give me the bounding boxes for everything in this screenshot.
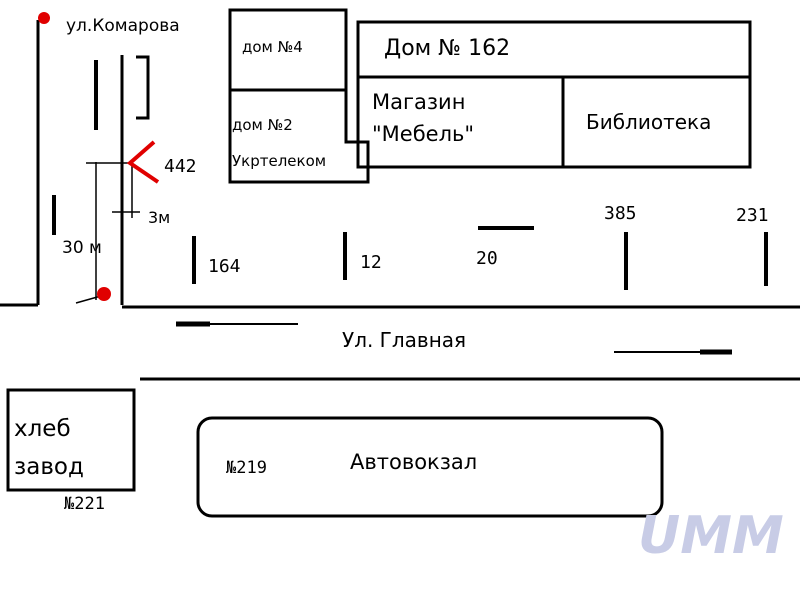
- marker-label-20: 20: [476, 248, 498, 269]
- library-outline: [561, 75, 752, 169]
- building-number-bus-station: №219: [226, 458, 267, 478]
- bus-station-outline: [196, 416, 664, 518]
- marker-label-442: 442: [164, 156, 197, 177]
- sign-442-marker: [126, 140, 160, 184]
- building-label-dom2: дом №2: [232, 116, 293, 134]
- distance-label-30m: 30 м: [62, 238, 102, 258]
- bakery-outline: [6, 388, 136, 492]
- marker-label-231: 231: [736, 205, 769, 226]
- building-label-bakery-1: хлеб: [14, 416, 71, 442]
- marker-label-12: 12: [360, 252, 382, 273]
- point-corner: [97, 287, 111, 301]
- street-label-glavnaya: Ул. Главная: [342, 328, 467, 352]
- building-label-shop: Магазин: [372, 90, 466, 114]
- building-label-bus-station: Автовокзал: [350, 450, 478, 474]
- dom2-outline: [228, 88, 370, 184]
- building-number-bakery: №221: [64, 494, 105, 514]
- marker-label-385: 385: [604, 203, 637, 224]
- building-label-shop-name: "Мебель": [372, 122, 475, 146]
- marker-label-164: 164: [208, 256, 241, 277]
- street-label-komarova: ул.Комарова: [66, 16, 180, 36]
- building-label-ukrtelecom: Укртелеком: [232, 152, 327, 170]
- distance-label-3m: 3м: [148, 208, 171, 227]
- building-label-dom4: дом №4: [242, 38, 303, 56]
- bracket-marker: [136, 55, 150, 120]
- building-label-library: Библиотека: [586, 110, 712, 134]
- watermark-umm: UMM: [638, 506, 784, 566]
- building-label-bakery-2: завод: [14, 454, 84, 480]
- point-komarova-top: [38, 12, 50, 24]
- building-label-dom162: Дом № 162: [384, 36, 511, 61]
